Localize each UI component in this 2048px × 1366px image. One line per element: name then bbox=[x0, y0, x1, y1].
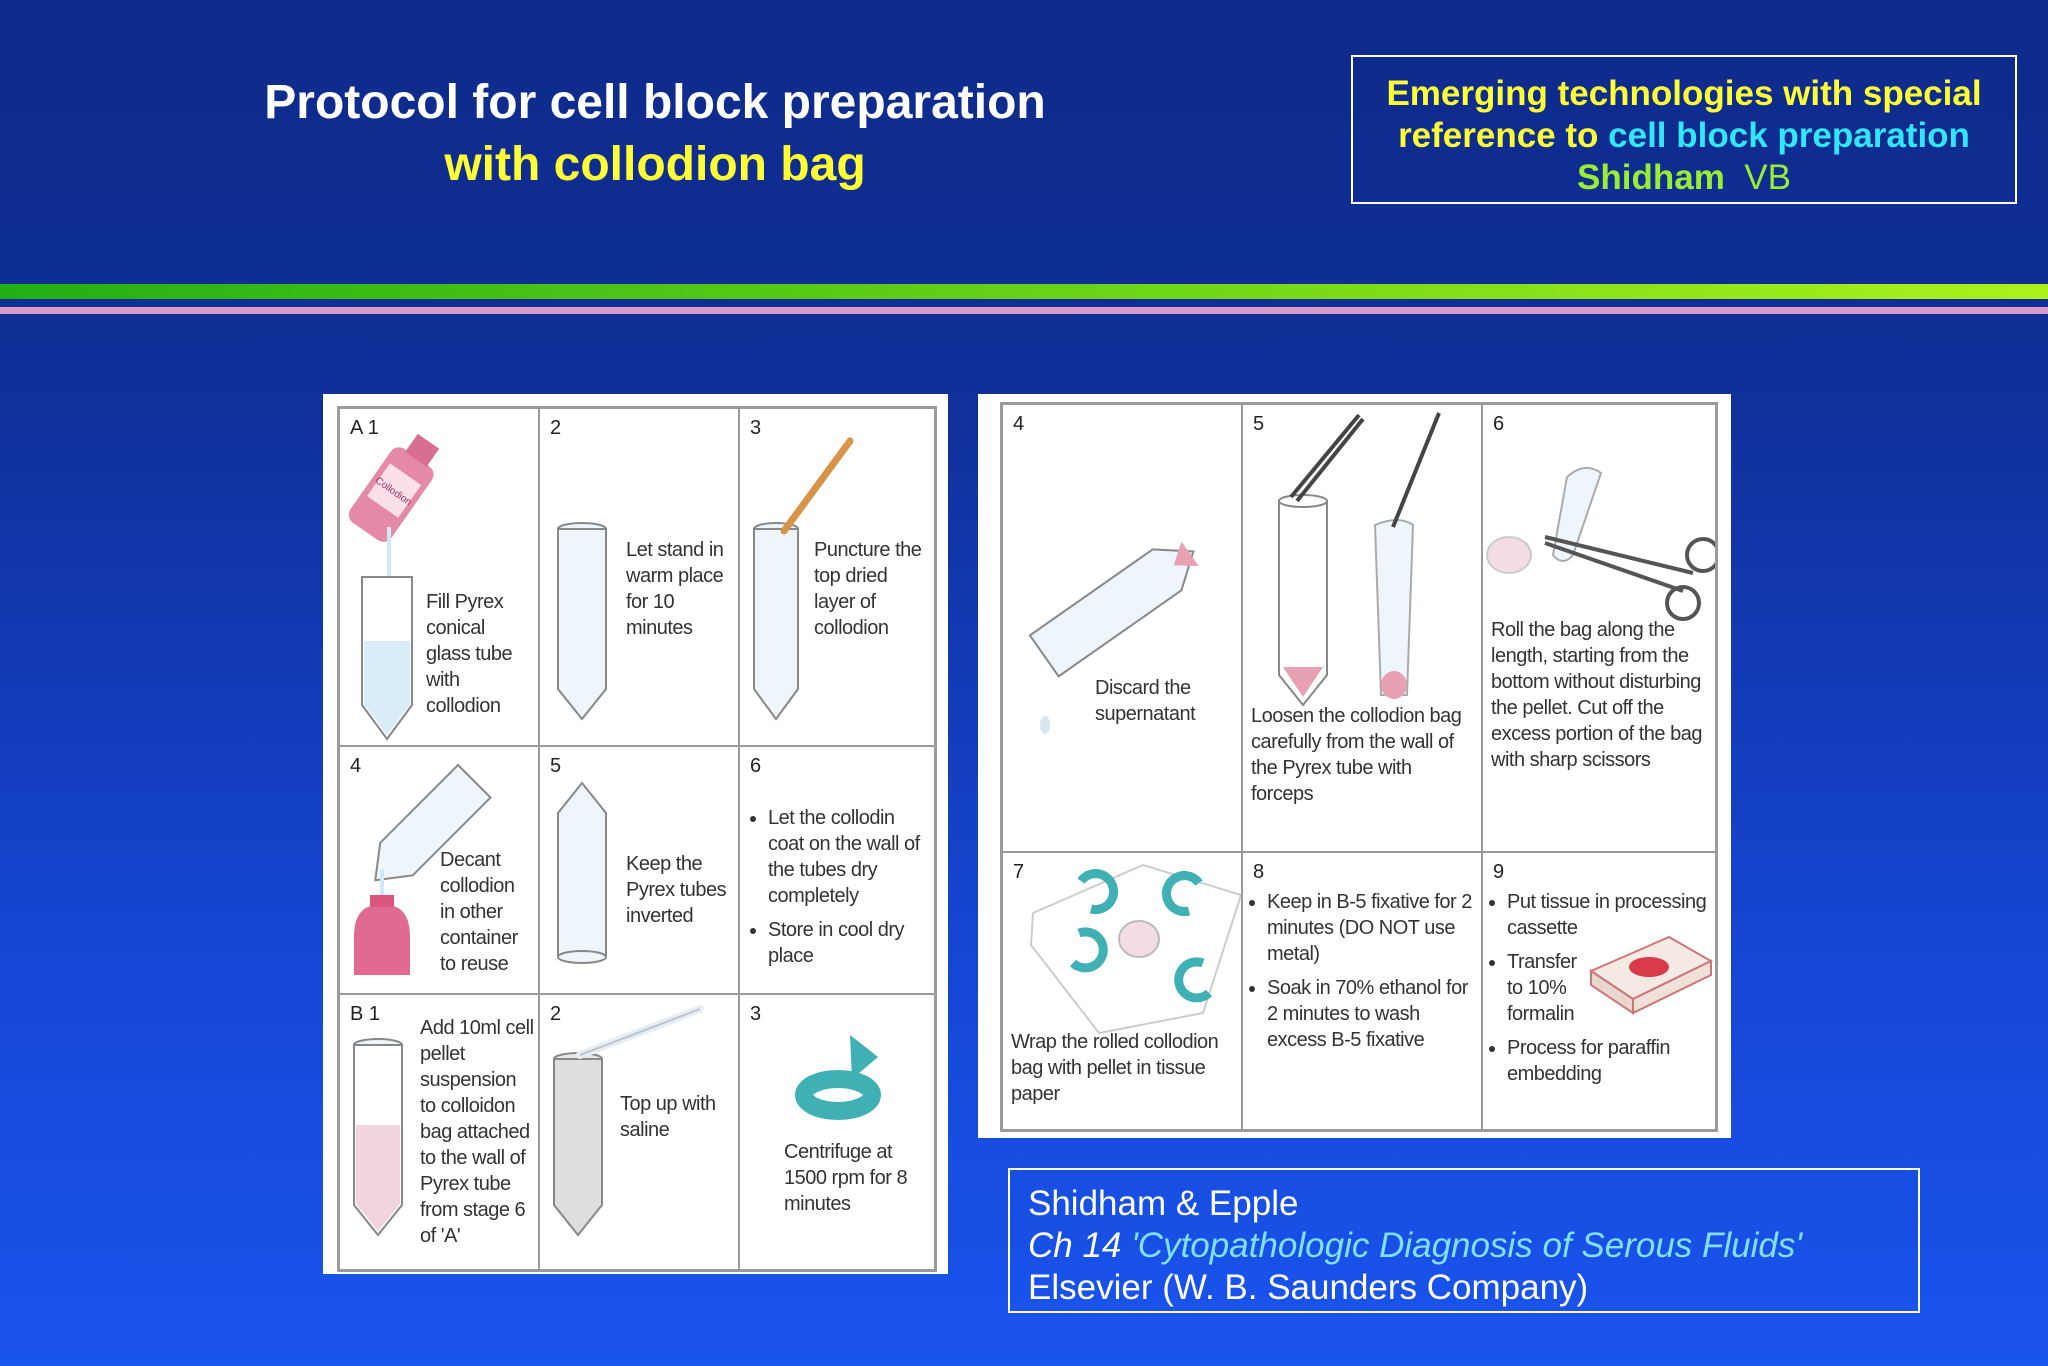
citation-chapter-title: 'Cytopathologic Diagnosis of Serous Flui… bbox=[1131, 1226, 1803, 1265]
citation-chapter-prefix: Ch 14 bbox=[1028, 1226, 1132, 1265]
bullet-item: Transfer to 10% formalin bbox=[1507, 949, 1585, 1027]
step-number: 2 bbox=[550, 1003, 562, 1025]
step-c6: 6 Roll the bag along the length, startin… bbox=[1482, 404, 1716, 852]
scissors-bag-illustration bbox=[1486, 466, 1715, 621]
step-bullets: Keep in B-5 fixative for 2 minutes (DO N… bbox=[1249, 889, 1475, 1061]
step-number: 4 bbox=[350, 755, 362, 777]
step-text: Wrap the rolled collodion bag with pelle… bbox=[1011, 1031, 1219, 1105]
reference-author: Shidham bbox=[1577, 158, 1725, 197]
step-number: A 1 bbox=[350, 417, 379, 439]
step-text: Top up with saline bbox=[620, 1093, 716, 1141]
discard-tube-illustration bbox=[1028, 541, 1199, 734]
step-number: 5 bbox=[1253, 413, 1265, 435]
step-a5: 5 Keep the Pyrex tubes inverted bbox=[539, 746, 739, 994]
step-c8: 8 Keep in B-5 fixative for 2 minutes (DO… bbox=[1242, 852, 1482, 1130]
reference-box: Emerging technologies with special refer… bbox=[1351, 55, 2017, 204]
step-number: 7 bbox=[1013, 861, 1025, 883]
pellet-tube-illustration bbox=[353, 1038, 403, 1237]
centrifuge-arrow-icon bbox=[795, 1035, 881, 1120]
step-number: 3 bbox=[750, 1003, 762, 1025]
figure-left: A 1 Collodion Fill Pyrex conical glass t… bbox=[323, 394, 948, 1274]
bullet-item: Store in cool dry place bbox=[768, 917, 922, 969]
reference-line-2-prefix: reference to bbox=[1398, 116, 1609, 155]
step-bullets: Put tissue in processing cassette Transf… bbox=[1489, 889, 1713, 1095]
slide-title: Protocol for cell block preparation with… bbox=[200, 72, 1110, 196]
step-number: 2 bbox=[550, 417, 562, 439]
step-c5: 5 Loosen the collodion bag carefully fro… bbox=[1242, 404, 1482, 852]
step-c7: 7 Wrap the rolled collodion bag with pel… bbox=[1002, 852, 1242, 1130]
bullet-item: Put tissue in processing cassette bbox=[1507, 889, 1713, 941]
step-number: 6 bbox=[750, 755, 762, 777]
step-text: Discard the supernatant bbox=[1095, 677, 1196, 725]
step-a6: 6 Let the collodin coat on the wall of t… bbox=[739, 746, 935, 994]
bullet-item: Keep in B-5 fixative for 2 minutes (DO N… bbox=[1267, 889, 1475, 967]
collodion-bottle-illustration: Collodion bbox=[348, 433, 440, 741]
step-text: Loosen the collodion bag carefully from … bbox=[1251, 705, 1462, 805]
bullet-item: Process for paraffin embedding bbox=[1507, 1035, 1713, 1087]
title-line-2: with collodion bag bbox=[444, 138, 866, 191]
step-text: Centrifuge at 1500 rpm for 8 minutes bbox=[784, 1141, 908, 1215]
step-c4: 4 Discard the supernatant bbox=[1002, 404, 1242, 852]
forceps-bag-illustration bbox=[1278, 412, 1441, 707]
step-number: 4 bbox=[1013, 413, 1025, 435]
puncture-stick-illustration bbox=[753, 437, 854, 721]
tissue-wrap-illustration bbox=[1029, 863, 1241, 1035]
tube-illustration bbox=[557, 522, 607, 721]
citation-authors: Shidham & Epple bbox=[1028, 1184, 1299, 1223]
decant-illustration bbox=[354, 763, 492, 975]
divider-green bbox=[0, 284, 2048, 299]
step-text: Keep the Pyrex tubes inverted bbox=[626, 853, 727, 927]
step-a4: 4 Decant collodion in other container to… bbox=[339, 746, 539, 994]
step-number: 5 bbox=[550, 755, 562, 777]
reference-line-1: Emerging technologies with special bbox=[1386, 74, 1982, 113]
bullet-item: Soak in 70% ethanol for 2 minutes to was… bbox=[1267, 975, 1475, 1053]
step-text: Decant collodion in other container to r… bbox=[440, 849, 518, 975]
step-a2: 2 Let stand in warm place for 10 minutes bbox=[539, 408, 739, 746]
citation-box: Shidham & Epple Ch 14 'Cytopathologic Di… bbox=[1008, 1168, 1920, 1313]
step-b2: 2 Top up with saline bbox=[539, 994, 739, 1270]
step-text: Add 10ml cell pellet suspension to collo… bbox=[420, 1017, 534, 1247]
citation-publisher: Elsevier (W. B. Saunders Company) bbox=[1028, 1268, 1589, 1307]
step-text: Fill Pyrex conical glass tube with collo… bbox=[426, 591, 513, 717]
step-text: Let stand in warm place for 10 minutes bbox=[626, 539, 724, 639]
step-number: 8 bbox=[1253, 861, 1265, 883]
step-c9: 9 Put tissue in processing cassette Tran… bbox=[1482, 852, 1716, 1130]
step-number: 3 bbox=[750, 417, 762, 439]
reference-highlight: cell block preparation bbox=[1608, 116, 1970, 155]
step-b1: B 1 Add 10ml cell pellet suspension to c… bbox=[339, 994, 539, 1270]
step-a1: A 1 Collodion Fill Pyrex conical glass t… bbox=[339, 408, 539, 746]
step-a3: 3 Puncture the top dried layer of collod… bbox=[739, 408, 935, 746]
saline-pipette-illustration bbox=[553, 1005, 704, 1237]
title-line-1: Protocol for cell block preparation bbox=[264, 76, 1046, 129]
step-text: Roll the bag along the length, starting … bbox=[1491, 619, 1702, 771]
step-text: Puncture the top dried layer of collodio… bbox=[814, 539, 922, 639]
bullet-item: Let the collodin coat on the wall of the… bbox=[768, 805, 922, 909]
reference-author-initials: VB bbox=[1744, 158, 1791, 197]
step-number: B 1 bbox=[350, 1003, 381, 1025]
divider-pink bbox=[0, 307, 2048, 314]
cassette-illustration bbox=[1588, 935, 1714, 1015]
step-number: 9 bbox=[1493, 861, 1505, 883]
figure-right: 4 Discard the supernatant 5 bbox=[978, 394, 1731, 1138]
step-number: 6 bbox=[1493, 413, 1505, 435]
inverted-tube-illustration bbox=[557, 781, 607, 964]
step-b3: 3 Centrifuge at 1500 rpm for 8 minutes bbox=[739, 994, 935, 1270]
step-bullets: Let the collodin coat on the wall of the… bbox=[750, 805, 922, 977]
